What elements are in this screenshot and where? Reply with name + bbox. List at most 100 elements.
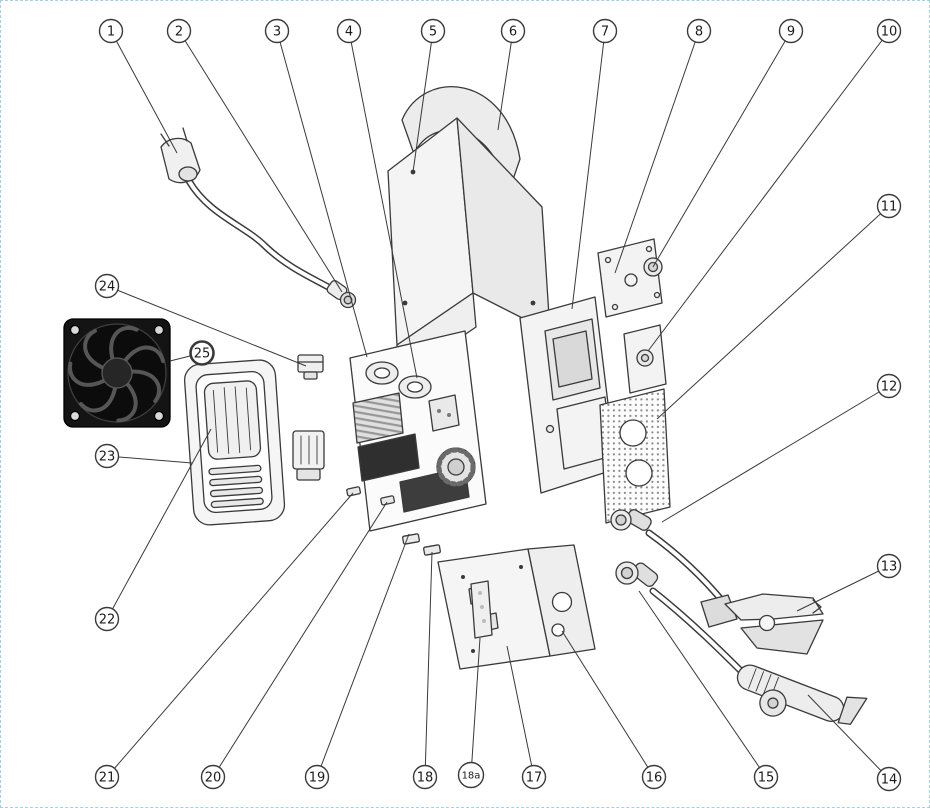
power-plug-and-cord-part <box>160 127 343 297</box>
callout-20: 20 <box>200 764 226 790</box>
small-plate-part <box>623 324 667 394</box>
callout-label-14: 14 <box>881 773 898 788</box>
callout-label-21: 21 <box>99 771 116 786</box>
leader-line-1 <box>110 30 178 154</box>
fan-part <box>63 318 171 428</box>
callout-25: 25 <box>189 340 215 366</box>
callout-15: 15 <box>753 764 779 790</box>
leader-line-6 <box>497 30 514 131</box>
callout-10: 10 <box>876 18 902 44</box>
callout-19: 19 <box>304 764 330 790</box>
leader-line-18 <box>424 551 433 778</box>
callout-22: 22 <box>94 606 120 632</box>
callout-label-7: 7 <box>601 25 609 40</box>
callout-14: 14 <box>876 766 902 792</box>
callout-label-12: 12 <box>881 380 898 395</box>
side-frame-part <box>183 359 286 526</box>
leader-line-21 <box>106 492 354 778</box>
leader-line-23 <box>106 455 193 464</box>
dinse-connector-part <box>610 509 652 531</box>
callout-5: 5 <box>420 18 446 44</box>
leader-lines-layer <box>106 30 890 780</box>
callout-label-4: 4 <box>345 25 353 40</box>
callout-18: 18 <box>412 764 438 790</box>
terminal-bracket-part <box>292 430 325 481</box>
callout-12: 12 <box>876 373 902 399</box>
finned-rotor <box>436 447 476 487</box>
rear-plate-part <box>597 238 663 318</box>
leader-line-22 <box>106 428 212 620</box>
earth-clamp-part <box>700 593 824 655</box>
callout-9: 9 <box>778 18 804 44</box>
callout-label-13: 13 <box>881 560 898 575</box>
callout-6: 6 <box>500 18 526 44</box>
callout-3: 3 <box>264 18 290 44</box>
callout-label-3: 3 <box>273 25 281 40</box>
callout-7: 7 <box>592 18 618 44</box>
leader-line-12 <box>661 385 890 523</box>
callout-18a: 18a <box>457 761 485 789</box>
cable-gland-part <box>326 280 357 309</box>
callout-label-6: 6 <box>509 25 517 40</box>
leader-line-9 <box>652 30 792 268</box>
callout-label-18: 18 <box>417 771 434 786</box>
callout-label-15: 15 <box>758 771 775 786</box>
leader-line-3 <box>276 30 368 358</box>
callout-17: 17 <box>521 764 547 790</box>
callout-23: 23 <box>94 443 120 469</box>
callout-label-1: 1 <box>107 25 115 40</box>
callout-label-5: 5 <box>429 25 437 40</box>
leader-line-17 <box>506 645 535 778</box>
callout-label-2: 2 <box>175 25 183 40</box>
parts-layer <box>63 86 868 725</box>
electrode-holder-part <box>736 664 868 725</box>
callout-24: 24 <box>94 273 120 299</box>
dinse-connector-2-part <box>615 561 659 587</box>
small-bracket-part <box>297 354 324 380</box>
callout-label-23: 23 <box>99 450 116 465</box>
leader-line-5 <box>412 30 434 173</box>
callout-11: 11 <box>876 193 902 219</box>
leader-line-4 <box>348 30 418 379</box>
leader-line-15 <box>638 590 767 778</box>
leader-line-16 <box>561 630 655 778</box>
vertical-pcb-part <box>470 580 493 639</box>
housing-cover-part <box>387 86 551 380</box>
leader-line-19 <box>316 533 410 778</box>
callout-1: 1 <box>98 18 124 44</box>
leader-line-2 <box>178 30 343 293</box>
callout-label-22: 22 <box>99 613 116 628</box>
callout-label-25: 25 <box>194 347 211 362</box>
leader-line-11 <box>656 205 890 420</box>
callout-13: 13 <box>876 553 902 579</box>
callout-21: 21 <box>94 764 120 790</box>
callout-label-9: 9 <box>787 25 795 40</box>
mounting-screws-part <box>346 486 396 506</box>
callout-label-19: 19 <box>309 771 326 786</box>
callout-2: 2 <box>166 18 192 44</box>
leader-line-7 <box>571 30 606 310</box>
leader-line-18a <box>470 637 481 776</box>
heatsink-fins <box>352 392 404 444</box>
chassis-base-part <box>437 544 596 670</box>
callout-label-18a: 18a <box>462 771 481 782</box>
leader-line-14 <box>807 694 890 780</box>
capacitor-block <box>357 433 420 482</box>
work-cable <box>645 529 729 608</box>
leader-line-13 <box>796 565 890 612</box>
leader-line-20 <box>212 501 388 778</box>
front-panel-part <box>519 296 617 494</box>
main-pcb-assembly-part <box>349 330 487 532</box>
standoff-brackets-part <box>402 533 441 556</box>
callout-label-11: 11 <box>881 200 898 215</box>
callout-label-16: 16 <box>646 771 663 786</box>
mesh-grille-part <box>599 388 671 524</box>
callout-label-10: 10 <box>881 25 898 40</box>
leader-line-10 <box>647 30 890 352</box>
callout-8: 8 <box>686 18 712 44</box>
callout-label-8: 8 <box>695 25 703 40</box>
leader-line-24 <box>106 285 307 367</box>
